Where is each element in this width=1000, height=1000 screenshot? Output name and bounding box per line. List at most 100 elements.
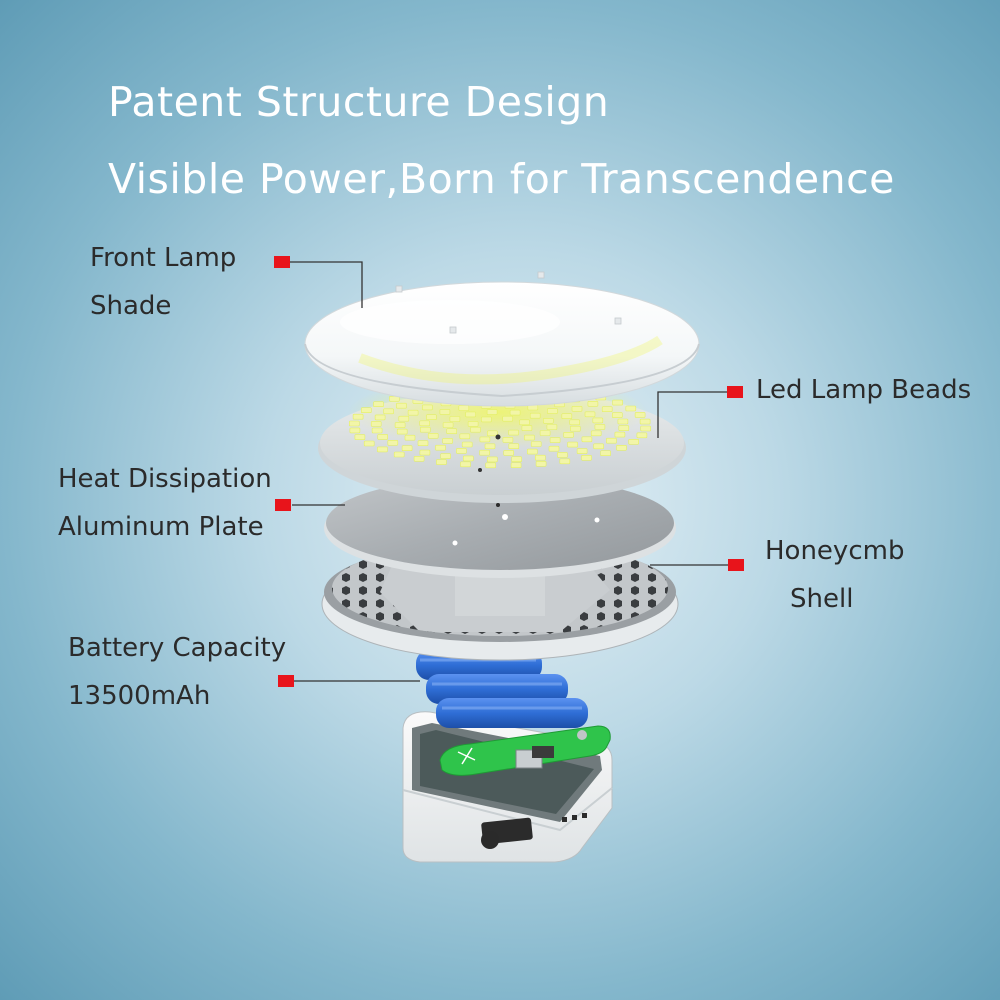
led-bead [348,420,360,427]
led-bead [530,441,542,447]
label-text: Honeycmb [765,536,905,566]
label-honeycomb-shell: Honeycmb Shell [765,527,904,623]
led-bead [371,427,383,434]
label-heat-dissipation-plate: Heat Dissipation Aluminum Plate [58,455,272,551]
marker-battery-capacity [278,675,294,687]
label-markers [274,256,744,687]
led-bead [377,446,388,453]
led-bead [569,425,581,432]
led-bead [524,434,535,441]
led-bead [639,418,651,425]
led-bead [446,428,458,435]
led-bead [510,462,522,469]
leader-lines [290,261,736,682]
led-bead [567,441,578,448]
led-bead [508,443,520,450]
led-bead [503,450,515,456]
led-bead [393,451,405,458]
led-bead [426,414,437,421]
pcb-board [439,725,611,776]
led-bead [462,455,474,462]
led-bead [456,448,467,454]
led-bead [547,408,558,414]
led-bead [417,440,429,447]
label-text: Front Lamp [90,243,237,273]
front-lamp-shade [304,271,700,407]
label-text: Battery Capacity [68,633,287,663]
marker-honeycomb-shell [728,559,744,571]
led-bead [404,434,416,441]
label-front-lamp-shade: Front Lamp Shade [90,234,236,330]
led-bead [571,405,583,412]
led-bead [484,443,496,450]
led-bead [481,416,492,423]
led-bead [398,415,410,422]
led-bead [435,444,446,451]
led-bead [587,400,599,407]
led-bead [449,416,461,422]
led-bead [479,449,490,456]
led-bead [559,458,571,465]
label-text: Led Lamp Beads [756,375,972,405]
led-bead [394,422,406,428]
led-bead [396,428,408,435]
led-bead [542,417,554,424]
led-bead [546,424,558,430]
led-bead [436,459,447,465]
label-battery-capacity: Battery Capacity 13500mAh [68,624,286,720]
led-bead [440,453,451,459]
led-bead [442,438,453,444]
led-bead [401,445,413,452]
led-bead [374,414,386,421]
led-bead [422,404,433,411]
led-bead [581,454,592,461]
led-bead [461,441,473,448]
marker-led-lamp-beads [727,386,743,398]
led-bead [618,425,630,431]
led-bead [581,436,593,443]
marker-heat-dissipation [275,499,291,511]
led-bead [612,399,623,406]
led-bead [419,449,431,456]
led-bead [563,431,574,438]
led-bead [407,409,419,416]
led-bead [427,432,439,439]
led-bead [628,438,640,445]
label-text: Aluminum Plate [58,512,264,542]
led-bead [539,430,551,436]
led-bead [617,418,629,425]
led-bead [534,454,546,461]
led-bead [486,430,498,437]
led-bead [594,424,606,430]
led-bead [349,427,361,434]
led-bead [625,405,637,412]
led-bead [502,415,514,422]
led-bead [561,413,573,420]
led-bead [640,425,652,432]
led-bead [601,406,613,413]
led-bead [383,408,394,415]
led-bead [479,436,491,443]
led-bead [486,456,498,463]
led-bead [509,409,521,416]
led-bead [634,412,646,418]
led-bead [419,420,431,427]
led-bead [352,413,364,420]
led-bead [593,443,604,450]
led-bead [592,417,604,424]
led-bead [508,429,519,436]
led-bead [590,430,602,437]
led-bead [529,412,541,419]
led-bead [460,461,471,468]
led-bead [584,411,596,418]
led-bead [363,440,375,447]
headline-line-2: Visible Power,Born for Transcendence [108,155,895,203]
led-bead [569,419,581,426]
led-bead [614,431,626,438]
aluminum-plate [324,476,676,578]
battery-pack [416,650,588,728]
led-bead [611,412,623,418]
led-bead [521,425,533,431]
led-bead [535,460,547,467]
label-text: Shell [790,584,854,614]
